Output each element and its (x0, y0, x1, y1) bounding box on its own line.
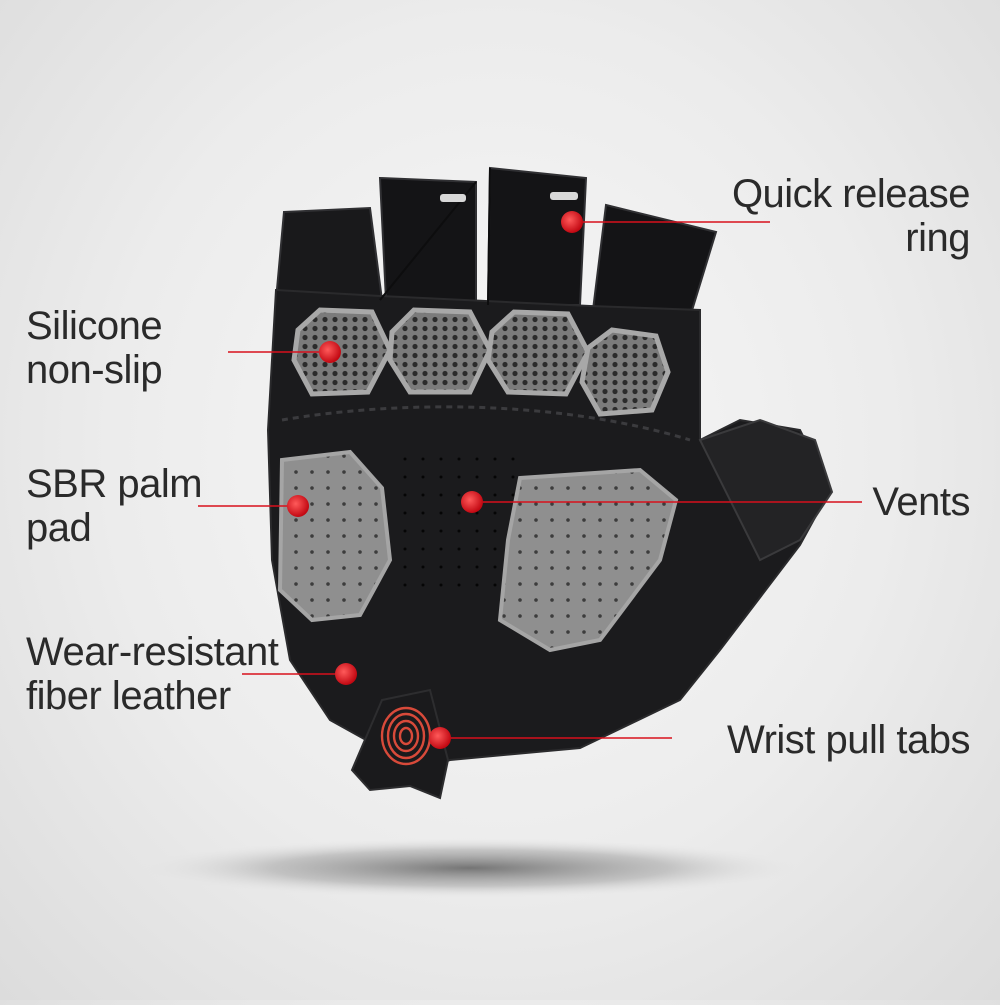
marker-quick-release (561, 211, 583, 233)
sbr-pad-right (497, 467, 679, 653)
silicone-hex-pads (291, 307, 671, 417)
callout-sbr-line1: SBR palm (26, 462, 203, 506)
floor-shadow (140, 838, 800, 898)
callout-wear-line2: fiber leather (26, 674, 231, 718)
vent-holes (400, 450, 520, 590)
glove (266, 166, 834, 800)
marker-wrist (429, 727, 451, 749)
sbr-pad-left (277, 449, 393, 623)
callout-silicone-line1: Silicone (26, 304, 163, 348)
marker-wear (335, 663, 357, 685)
callout-quick-release: Quick release ring (700, 172, 971, 260)
leader-lines (198, 221, 862, 739)
callout-sbr-palm: SBR palm pad (26, 462, 203, 550)
marker-sbr (287, 495, 309, 517)
marker-silicone (319, 341, 341, 363)
callout-wrist-line1: Wrist pull tabs (727, 718, 970, 762)
callout-wear-line1: Wear-resistant (26, 630, 279, 674)
callout-silicone: Silicone non-slip (26, 304, 163, 392)
callout-wrist-tabs: Wrist pull tabs (680, 718, 970, 762)
callout-vents: Vents (800, 480, 970, 524)
marker-dots (287, 211, 583, 749)
callout-silicone-line2: non-slip (26, 348, 163, 392)
callout-vents-line1: Vents (872, 480, 970, 524)
callout-quick-release-line2: ring (905, 216, 970, 260)
callout-quick-release-line1: Quick release (731, 172, 971, 216)
callout-sbr-line2: pad (26, 506, 92, 550)
marker-vents (461, 491, 483, 513)
callout-wear-resistant: Wear-resistant fiber leather (26, 630, 279, 718)
